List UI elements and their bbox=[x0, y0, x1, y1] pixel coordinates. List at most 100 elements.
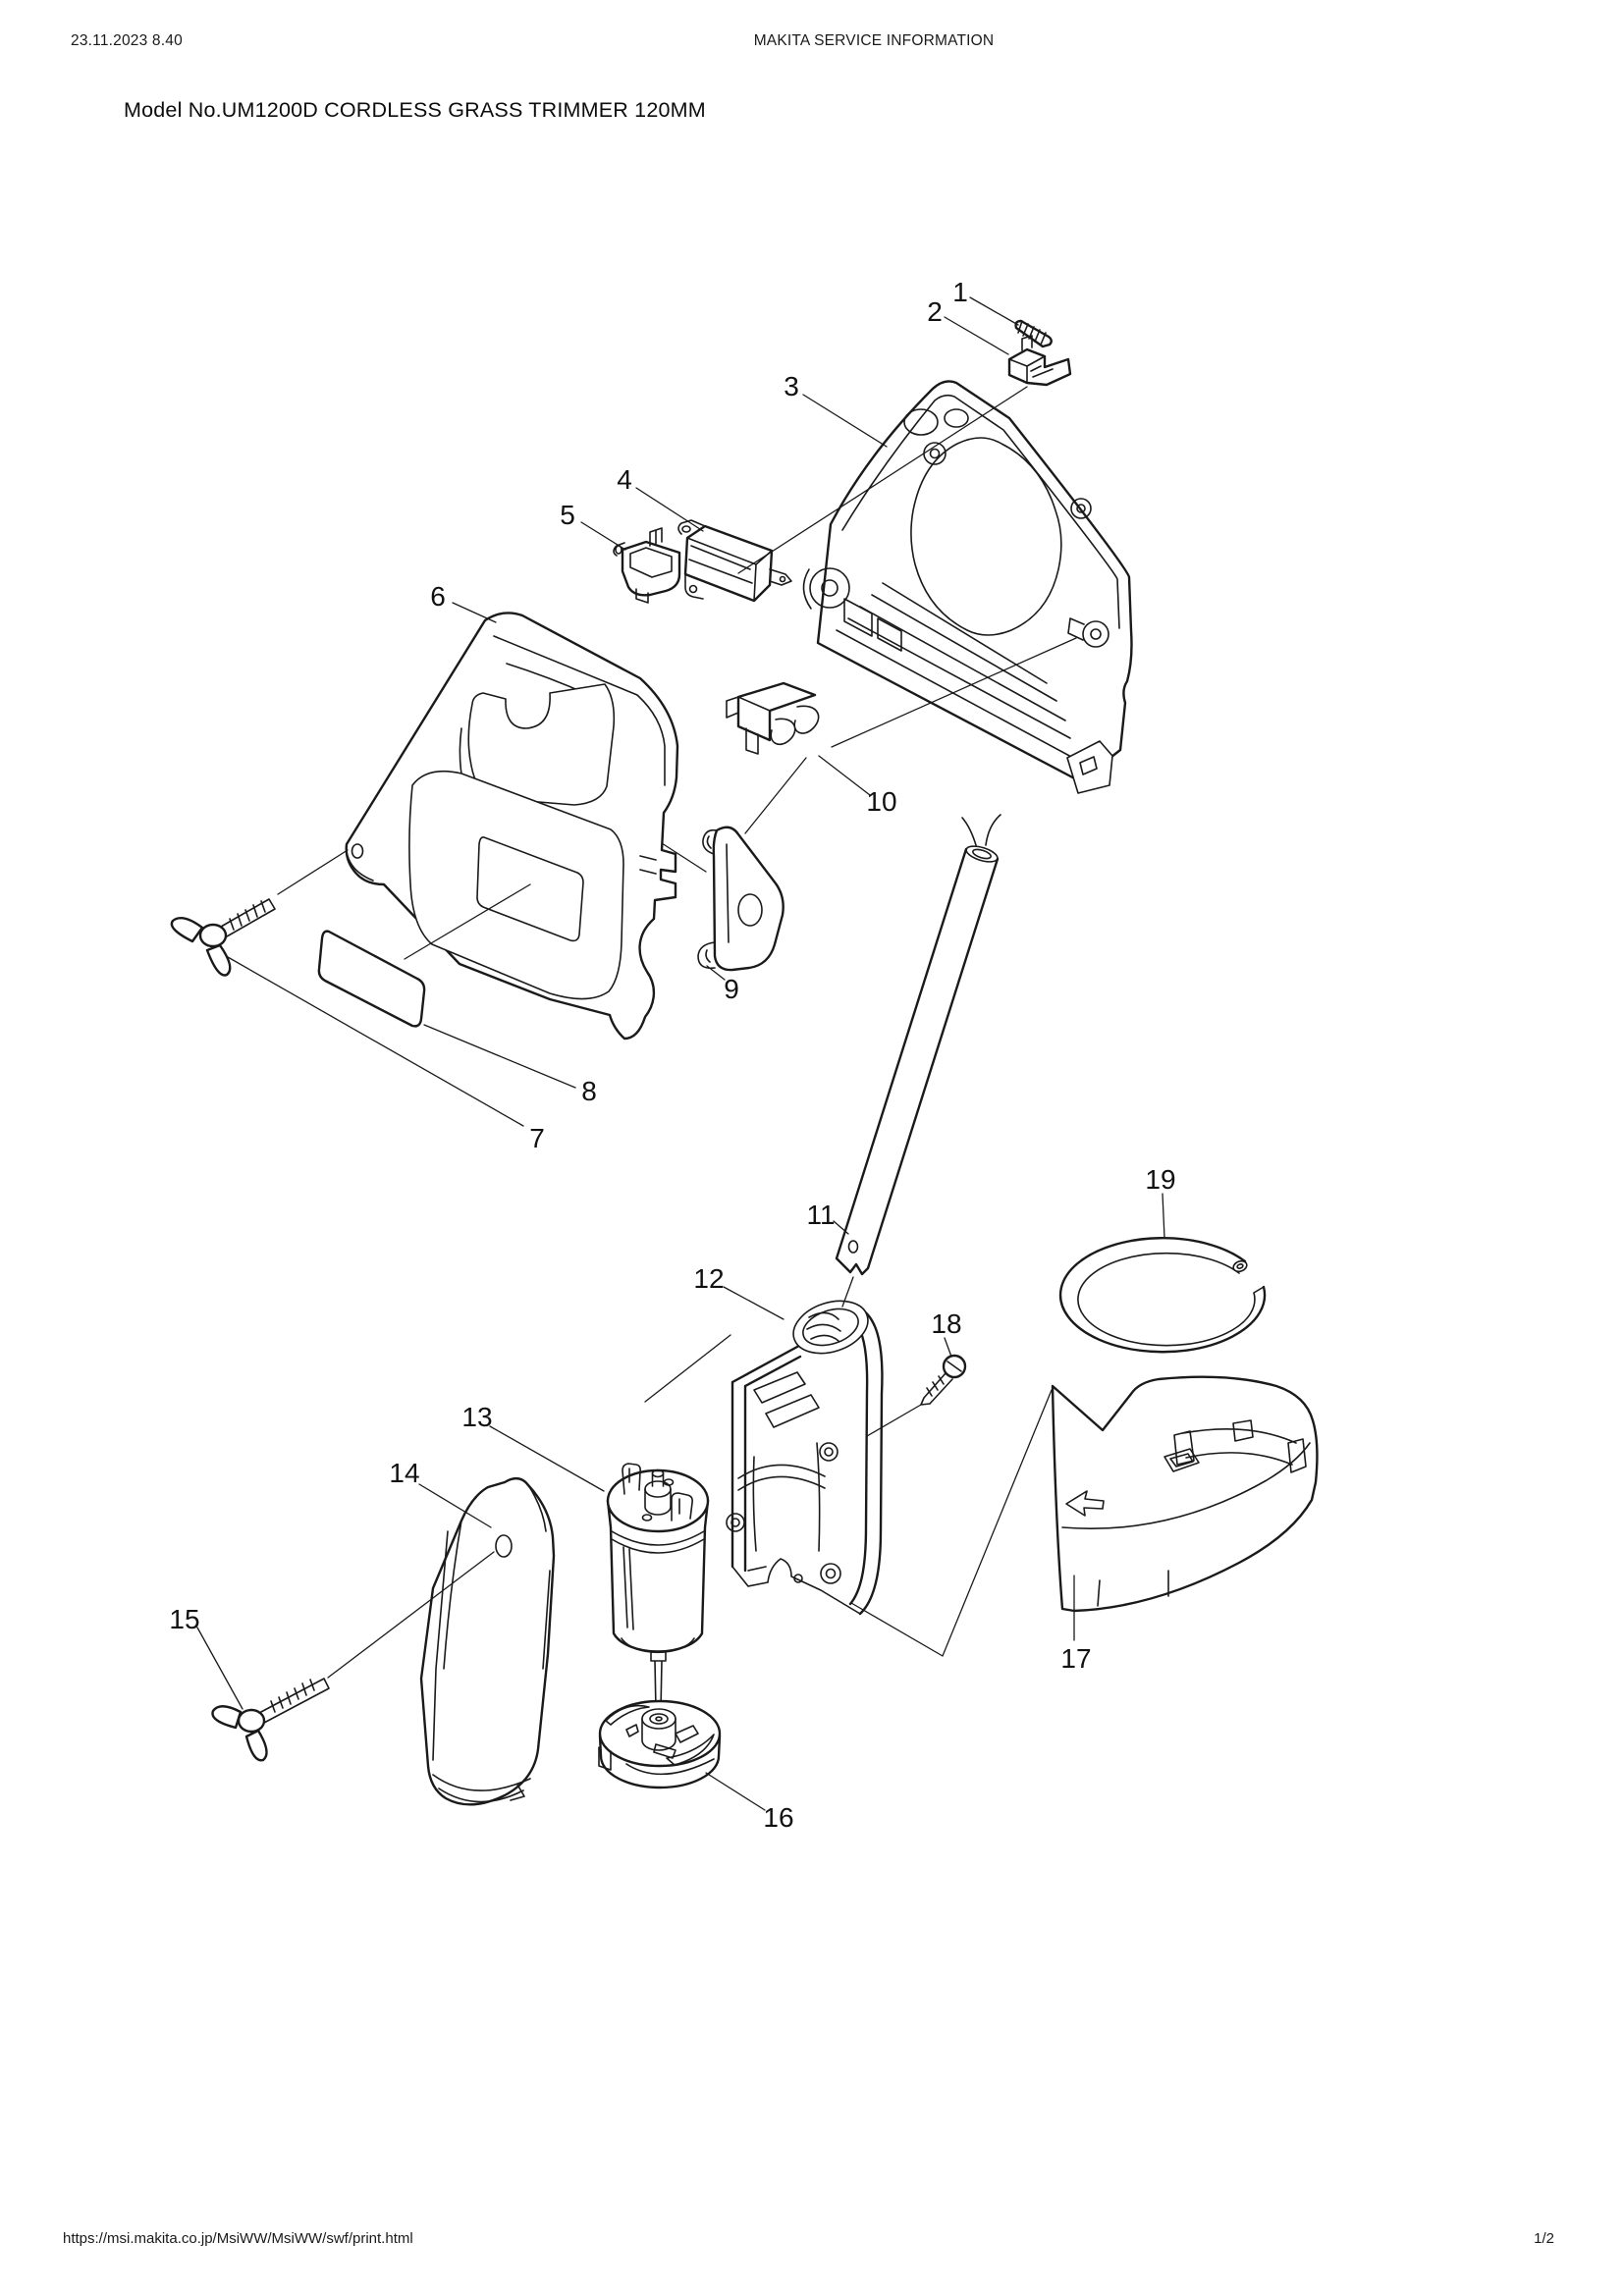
part-corner-bracket bbox=[1066, 740, 1113, 794]
callout-5: 5 bbox=[560, 500, 575, 530]
blade-channel bbox=[1173, 1419, 1307, 1473]
part-ring bbox=[1058, 1237, 1267, 1354]
screw-boss bbox=[726, 1513, 745, 1532]
callout-10: 10 bbox=[866, 786, 896, 817]
part-guard bbox=[1051, 1375, 1319, 1613]
callout-12: 12 bbox=[693, 1263, 724, 1294]
bearing-collar-inner bbox=[802, 1308, 859, 1347]
callout-15: 15 bbox=[169, 1604, 199, 1634]
part-spring-screw bbox=[1014, 319, 1053, 348]
screw-hole bbox=[1076, 504, 1086, 513]
hub-top bbox=[641, 1708, 676, 1730]
part-switch-holder bbox=[613, 527, 681, 604]
spring-in-collar bbox=[806, 1311, 841, 1342]
callout-3: 3 bbox=[784, 371, 799, 401]
boss-cylinder bbox=[903, 408, 939, 436]
guard-rim bbox=[1061, 1442, 1311, 1607]
hub-side bbox=[641, 1718, 676, 1751]
bolt-hub bbox=[237, 1708, 266, 1734]
hanger-hole bbox=[737, 893, 763, 927]
callout-numbers: 1 2 3 4 5 6 7 8 9 10 11 12 13 14 15 16 1… bbox=[169, 277, 1175, 1833]
part-detail bbox=[677, 519, 792, 602]
spool-top bbox=[598, 1699, 722, 1768]
part-housing-left bbox=[345, 612, 679, 1041]
part-outline bbox=[712, 826, 784, 972]
spool-hub bbox=[641, 1708, 676, 1751]
part-name-plate bbox=[317, 930, 426, 1028]
ring-end-hole bbox=[1236, 1263, 1244, 1269]
ring-end-eyelet bbox=[1232, 1259, 1248, 1273]
part-motor bbox=[606, 1463, 710, 1717]
pinion-cap bbox=[644, 1480, 672, 1498]
frame-slats bbox=[737, 1371, 826, 1552]
screw-boss bbox=[809, 567, 850, 609]
part-detail bbox=[726, 696, 820, 755]
boss-ear bbox=[1067, 617, 1085, 641]
terminal-hole bbox=[779, 575, 786, 583]
bolt-shaft bbox=[220, 898, 276, 937]
part-hanger-bracket bbox=[697, 826, 784, 972]
part-outline bbox=[736, 681, 817, 742]
pipe-hole bbox=[847, 1240, 859, 1254]
screw-hole bbox=[821, 579, 839, 597]
spool-detail bbox=[598, 1704, 715, 1776]
footer-page-indicator: 1/2 bbox=[1534, 2230, 1554, 2247]
leader-lines bbox=[196, 296, 1165, 1811]
pinion-side bbox=[644, 1472, 672, 1516]
frame-screw-bosses bbox=[726, 1442, 841, 1584]
part-pipe bbox=[835, 814, 1001, 1276]
ring-outer bbox=[1058, 1237, 1267, 1354]
brush-tabs bbox=[622, 1463, 693, 1522]
hub-center bbox=[655, 1716, 663, 1722]
wing-head bbox=[170, 917, 232, 977]
spring-coils bbox=[1017, 320, 1047, 346]
callout-8: 8 bbox=[581, 1076, 597, 1106]
boss-cylinder bbox=[944, 408, 969, 428]
bolt-hole bbox=[495, 1534, 513, 1558]
part-wing-bolt-lower bbox=[211, 1678, 330, 1762]
boss-bracket bbox=[802, 568, 812, 610]
label-recess-window bbox=[476, 836, 584, 942]
part-outline bbox=[419, 1477, 556, 1806]
part-motor-cover bbox=[419, 1477, 556, 1806]
part-detail bbox=[613, 527, 673, 604]
screw-boss bbox=[819, 1442, 839, 1462]
callout-7: 7 bbox=[529, 1123, 545, 1153]
part-slots bbox=[843, 598, 902, 652]
part-switch bbox=[677, 519, 792, 603]
pipe-bore bbox=[972, 848, 992, 860]
direction-arrow-icon bbox=[1065, 1490, 1105, 1517]
callout-11: 11 bbox=[806, 1200, 835, 1230]
screw-boss bbox=[1070, 498, 1092, 519]
hub-hole bbox=[649, 1713, 669, 1725]
part-spool bbox=[598, 1699, 722, 1789]
page-header-title: MAKITA SERVICE INFORMATION bbox=[753, 32, 995, 49]
callout-13: 13 bbox=[461, 1402, 492, 1432]
print-datetime: 23.11.2023 8.40 bbox=[71, 32, 183, 49]
callout-17: 17 bbox=[1060, 1643, 1091, 1674]
callout-19: 19 bbox=[1145, 1164, 1175, 1195]
wires bbox=[961, 814, 1001, 846]
part-detail bbox=[432, 1484, 551, 1803]
callout-6: 6 bbox=[430, 581, 446, 612]
frame-rails bbox=[730, 1306, 884, 1616]
callout-9: 9 bbox=[724, 974, 739, 1004]
guard-square-hole bbox=[1163, 1448, 1200, 1472]
part-detail bbox=[1008, 335, 1054, 384]
footer-url: https://msi.makita.co.jp/MsiWW/MsiWW/swf… bbox=[63, 2230, 413, 2247]
vent-hole bbox=[641, 1514, 653, 1522]
part-detail bbox=[697, 828, 730, 970]
wing-head bbox=[211, 1705, 268, 1762]
pipe-top-rim bbox=[965, 845, 999, 863]
screw-boss bbox=[820, 1563, 841, 1584]
bearing-collar bbox=[792, 1300, 869, 1355]
bolt-hole bbox=[351, 843, 364, 859]
screw-hole bbox=[730, 1518, 740, 1527]
motor-detail bbox=[611, 1530, 705, 1654]
bolt-hub bbox=[198, 923, 228, 948]
screw-hole bbox=[793, 1574, 803, 1583]
assembly-lines bbox=[277, 386, 1077, 1679]
screw-hole bbox=[824, 1447, 834, 1457]
